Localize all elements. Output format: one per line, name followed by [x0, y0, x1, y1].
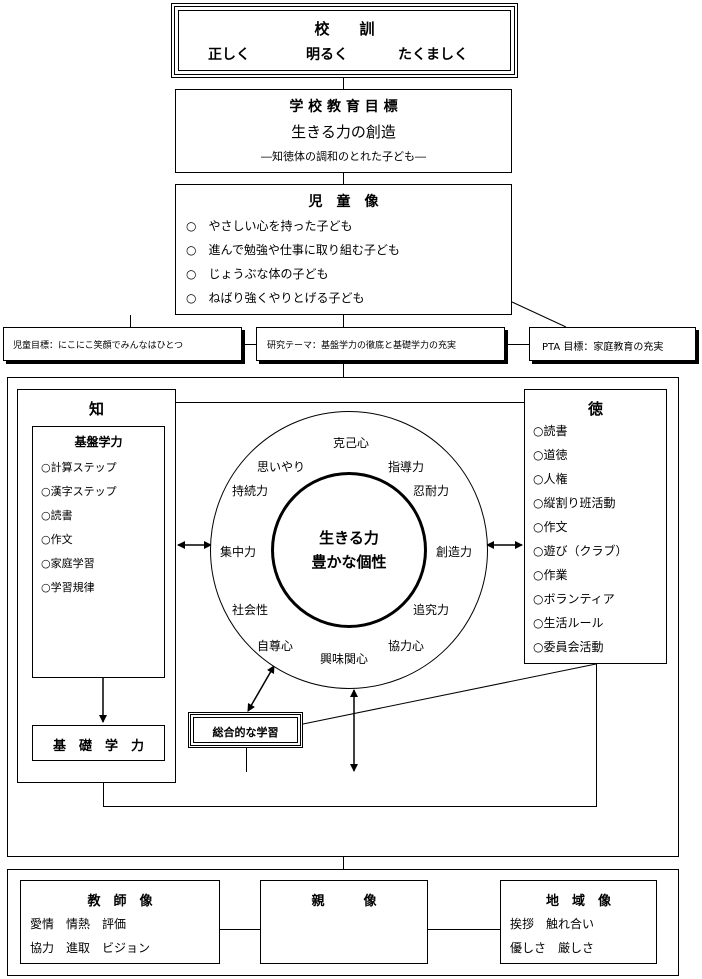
toku-item: ○ボランティア	[533, 592, 615, 606]
school-goal-box: 学 校 教 育 目 標 生きる力の創造 ―知徳体の調和のとれた子ども―	[175, 89, 512, 173]
school-goal-title: 学 校 教 育 目 標	[289, 99, 398, 115]
trait-tsuikyu: 追究力	[413, 603, 450, 617]
connector-line	[103, 783, 104, 806]
child-image-title: 児 童 像	[308, 194, 379, 210]
toku-item: ○読書	[533, 424, 568, 438]
connector-line	[505, 344, 529, 345]
child-goal-box: 児童目標：にこにこ笑顔でみんなはひとつ	[3, 327, 242, 361]
motto-item: たくましく	[398, 47, 468, 63]
kiban-item: ○家庭学習	[41, 557, 95, 570]
chi-title: 知	[88, 400, 104, 418]
child-goal-text: 児童目標：にこにこ笑顔でみんなはひとつ	[13, 341, 184, 351]
toku-item: ○生活ルール	[533, 616, 604, 630]
trait-sozo: 創造力	[436, 545, 473, 559]
kiban-item: ○漢字ステップ	[41, 485, 117, 498]
toku-item: ○人権	[533, 472, 568, 486]
toku-title: 徳	[587, 400, 603, 418]
toku-item: ○作業	[533, 568, 568, 582]
child-image-box: 児 童 像 ○ やさしい心を持った子ども ○ 進んで勉強や仕事に取り組む子ども …	[175, 184, 512, 315]
child-image-item: ○ 進んで勉強や仕事に取り組む子ども	[186, 243, 400, 257]
community-line1: 挨拶 触れ合い	[510, 917, 595, 931]
bottom-frame	[7, 869, 679, 976]
motto-item: 明るく	[306, 47, 348, 63]
connector-line	[596, 664, 597, 806]
trait-kyomi: 興味関心	[320, 652, 369, 666]
sogo-text: 総合的な学習	[212, 726, 279, 739]
connector-line	[343, 78, 344, 89]
community-box: 地 域 像 挨拶 触れ合い 優しさ 厳しさ	[500, 880, 657, 964]
arrow-center-sogo	[247, 665, 275, 712]
child-image-item: ○ やさしい心を持った子ども	[186, 219, 353, 233]
trait-shido: 指導力	[388, 460, 425, 474]
main-frame	[7, 377, 679, 857]
connector-line	[343, 361, 344, 377]
toku-item: ○遊び（クラブ）	[533, 544, 628, 558]
teacher-box: 教 師 像 愛情 情熱 評価 協力 進取 ビジョン	[20, 880, 220, 964]
connector-line	[103, 806, 597, 807]
kiso-text: 基 礎 学 力	[52, 739, 144, 754]
teacher-line2: 協力 進取 ビジョン	[30, 941, 151, 955]
kiban-item: ○作文	[41, 533, 73, 546]
connector-line	[343, 315, 344, 327]
toku-item: ○作文	[533, 520, 568, 534]
school-motto-box: 校 訓 正しく 明るく たくましく	[171, 3, 518, 78]
inner-circle	[271, 472, 427, 628]
center-line2: 豊かな個性	[311, 553, 387, 571]
teacher-title: 教 師 像	[87, 894, 153, 909]
kiso-box: 基 礎 学 力	[32, 725, 165, 761]
child-image-item: ○ じょうぶな体の子ども	[186, 267, 329, 281]
motto-title: 校 訓	[314, 20, 375, 38]
trait-nintai: 忍耐力	[413, 484, 450, 498]
kiban-box: 基盤学力 ○計算ステップ ○漢字ステップ ○読書 ○作文 ○家庭学習 ○学習規律	[32, 426, 165, 678]
kiban-item: ○計算ステップ	[41, 461, 117, 474]
kiban-item: ○学習規律	[41, 581, 95, 594]
community-line2: 優しさ 厳しさ	[510, 941, 595, 955]
line-child-to-pta	[511, 301, 567, 328]
connector-line	[175, 402, 524, 403]
kiban-item: ○読書	[41, 509, 73, 522]
connector-line	[246, 748, 247, 772]
parent-title: 親 像	[311, 894, 377, 909]
connector-line	[242, 344, 256, 345]
trait-jison: 自尊心	[257, 639, 294, 653]
kiban-title: 基盤学力	[74, 435, 123, 449]
pta-goal-box: PTA 目標：家庭教育の充実	[529, 327, 696, 361]
pta-goal-text: PTA 目標：家庭教育の充実	[542, 342, 664, 353]
school-goal-sub: ―知徳体の調和のとれた子ども―	[261, 150, 426, 163]
research-theme-box: 研究テーマ：基盤学力の徹底と基礎学力の充実	[256, 327, 505, 361]
connector-line	[428, 929, 500, 930]
child-image-item: ○ ねばり強くやりとげる子ども	[186, 291, 365, 305]
connector-line	[219, 929, 260, 930]
trait-kokki: 克己心	[333, 436, 370, 450]
trait-shuchu: 集中力	[220, 545, 257, 559]
trait-kyoryoku: 協力心	[388, 639, 425, 653]
chi-panel: 知 基盤学力 ○計算ステップ ○漢字ステップ ○読書 ○作文 ○家庭学習 ○学習…	[17, 389, 176, 783]
center-line1: 生きる力	[319, 529, 379, 547]
research-theme-text: 研究テーマ：基盤学力の徹底と基礎学力の充実	[267, 341, 457, 351]
connector-line	[130, 315, 131, 327]
toku-item: ○委員会活動	[533, 640, 604, 654]
community-title: 地 域 像	[545, 894, 611, 909]
teacher-line1: 愛情 情熱 評価	[30, 917, 127, 931]
trait-shakai: 社会性	[232, 603, 269, 617]
line-toku-sogo	[302, 663, 597, 725]
toku-panel: 徳 ○読書 ○道徳 ○人権 ○縦割り班活動 ○作文 ○遊び（クラブ） ○作業 ○…	[524, 389, 667, 664]
school-goal-main: 生きる力の創造	[291, 123, 396, 141]
trait-jizoku: 持続力	[232, 484, 269, 498]
toku-item: ○縦割り班活動	[533, 496, 616, 510]
toku-item: ○道徳	[533, 448, 568, 462]
connector-line	[343, 856, 344, 869]
connector-line	[343, 172, 344, 184]
motto-item: 正しく	[208, 47, 250, 63]
trait-omoiyari: 思いやり	[257, 460, 306, 474]
parent-box: 親 像	[260, 880, 428, 964]
sogo-box: 総合的な学習	[188, 712, 303, 748]
